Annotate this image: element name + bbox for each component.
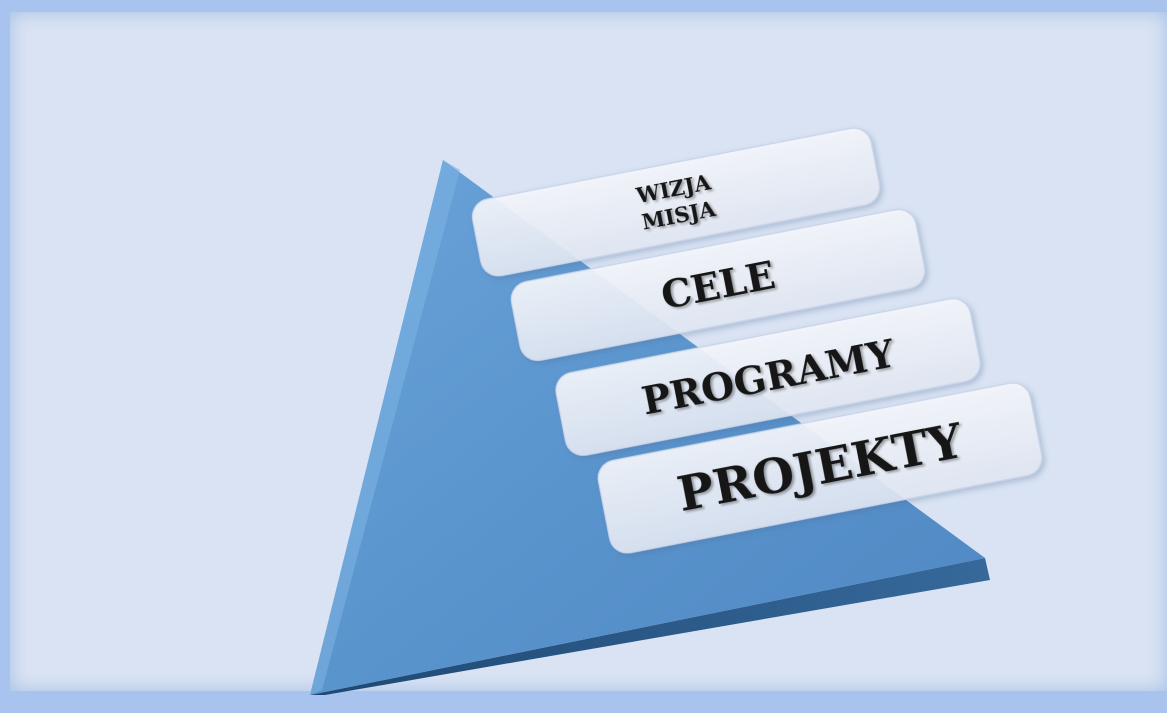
pyramid-edge-highlight	[310, 160, 460, 695]
pyramid-side	[310, 558, 990, 695]
level-bar	[555, 298, 981, 456]
pyramid-level-2: CELE	[510, 208, 926, 362]
level-bar	[471, 127, 881, 277]
level-bar	[597, 382, 1043, 554]
level-bar	[510, 208, 926, 362]
